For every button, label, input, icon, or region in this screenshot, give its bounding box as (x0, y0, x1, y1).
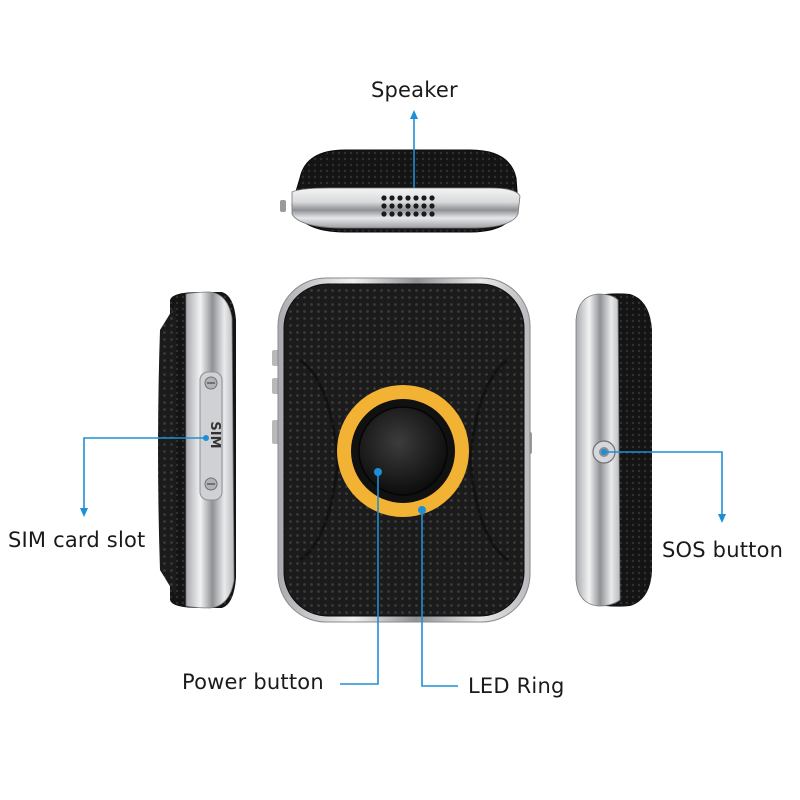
device-left-side-view: SIM (158, 291, 236, 609)
power-callout-dot (374, 468, 382, 476)
device-front-view (272, 277, 532, 623)
sos-button-label: SOS button (662, 538, 784, 562)
callout-lines (80, 110, 726, 687)
sim-callout-line (83, 437, 206, 512)
sos-callout-line (604, 451, 723, 518)
sim-tray (199, 371, 223, 501)
sim-card-slot-label: SIM card slot (8, 528, 146, 552)
led-callout-line (421, 510, 458, 687)
top-side-pin (280, 200, 286, 212)
speaker-label: Speaker (371, 78, 458, 102)
power-button[interactable] (358, 406, 448, 496)
speaker-grille (381, 195, 435, 217)
led-ring-label: LED Ring (468, 674, 565, 698)
power-button-label: Power button (182, 670, 324, 694)
sim-callout-dot (203, 435, 209, 441)
callout-dots (203, 435, 607, 514)
sim-engraving: SIM (207, 421, 222, 448)
device-top-view (280, 149, 521, 233)
device-right-side-view (575, 293, 652, 607)
sos-callout-dot (601, 449, 607, 455)
led-callout-dot (418, 506, 426, 514)
power-callout-line (340, 472, 379, 685)
